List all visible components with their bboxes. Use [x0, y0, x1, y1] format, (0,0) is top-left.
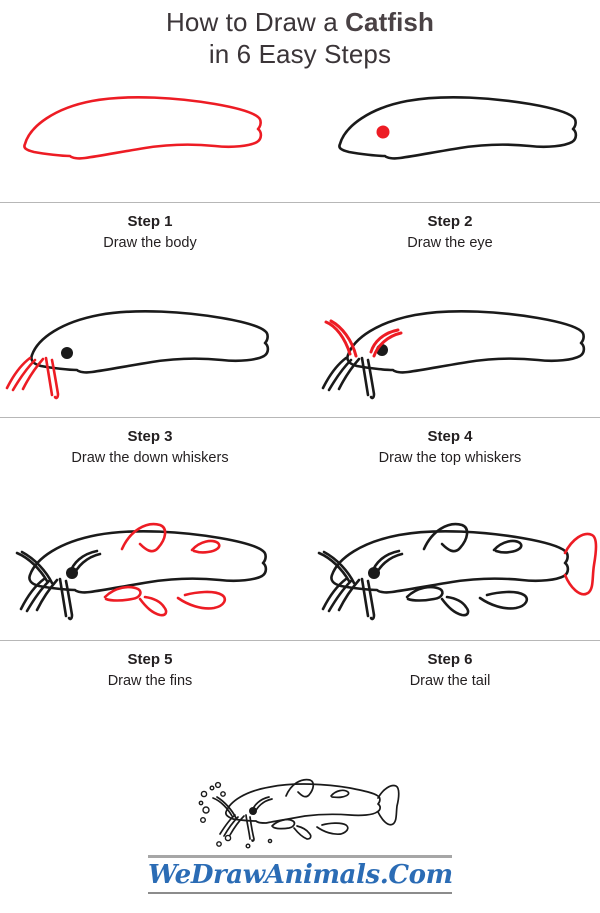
title-line-2: in 6 Easy Steps — [208, 39, 392, 69]
catfish-top-whiskers-red-svg — [321, 310, 586, 400]
step-row-drawings-2 — [0, 298, 600, 418]
step-5-description: Draw the fins — [107, 673, 193, 689]
step-3-illustration — [0, 298, 300, 417]
step-2-illustration — [300, 82, 600, 202]
pelvic-fin — [138, 595, 168, 617]
step-3-title: Step 3 — [127, 428, 173, 445]
step-row-drawings-1 — [0, 82, 600, 203]
site-logo-text[interactable]: WeDrawAnimals.Com — [148, 860, 453, 890]
catfish-down-whiskers-red-svg — [5, 310, 270, 400]
eye-dot — [249, 807, 257, 815]
tail-fin — [563, 532, 598, 596]
step-2-title: Step 2 — [427, 213, 473, 230]
down-whisker-strokes — [321, 356, 376, 400]
step-row-labels-2: Step 3 Draw the down whiskers Step 4 Dra… — [0, 418, 600, 513]
page-title: How to Draw a Catfish in 6 Easy Steps — [0, 6, 600, 70]
eye-dot — [66, 567, 78, 579]
pectoral-fin — [103, 585, 142, 602]
step-6-description: Draw the tail — [409, 673, 491, 689]
catfish-black-base — [317, 522, 570, 621]
step-1-illustration — [0, 82, 300, 202]
step-5-illustration — [0, 513, 300, 640]
eye-dot — [368, 567, 380, 579]
title-line-1: How to Draw a Catfish — [0, 6, 600, 38]
step-5-title: Step 5 — [127, 651, 173, 668]
catfish-fins-red-svg — [15, 522, 268, 621]
step-row-labels-1: Step 1 Draw the body Step 2 Draw the eye — [0, 203, 600, 298]
site-footer: WeDrawAnimals.Com — [148, 855, 453, 894]
step-6-title: Step 6 — [427, 651, 473, 668]
step-6-illustration — [300, 513, 600, 640]
title-subject: Catfish — [345, 7, 434, 37]
dorsal-fin — [120, 522, 167, 553]
catfish-body-outline-red-svg — [23, 96, 263, 160]
step-1-label: Step 1 Draw the body — [0, 203, 300, 298]
site-logo[interactable]: WeDrawAnimals.Com — [148, 858, 453, 892]
step-3-label: Step 3 Draw the down whiskers — [0, 418, 300, 513]
fin-strokes — [103, 522, 227, 617]
step-1-description: Draw the body — [103, 235, 197, 251]
steps-grid: Step 1 Draw the body Step 2 Draw the eye — [0, 82, 600, 736]
footer-rule-bottom — [148, 892, 452, 894]
step-1-title: Step 1 — [127, 213, 173, 230]
catfish-body-with-red-eye-svg — [338, 96, 578, 160]
step-4-label: Step 4 Draw the top whiskers — [300, 418, 600, 513]
step-6-label: Step 6 Draw the tail — [300, 641, 600, 736]
catfish-final-outline — [212, 778, 400, 842]
step-4-description: Draw the top whiskers — [378, 450, 522, 466]
adipose-fin — [190, 539, 221, 554]
top-whisker-strokes — [324, 319, 403, 358]
step-row-labels-3: Step 5 Draw the fins Step 6 Draw the tai… — [0, 641, 600, 736]
anal-fin — [176, 590, 227, 610]
step-2-label: Step 2 Draw the eye — [300, 203, 600, 298]
eye-dot — [376, 125, 390, 139]
completed-catfish-svg — [198, 778, 400, 849]
step-5-label: Step 5 Draw the fins — [0, 641, 300, 736]
final-drawing — [190, 772, 420, 854]
step-4-title: Step 4 — [427, 428, 473, 445]
eye-dot — [61, 347, 73, 359]
title-prefix: How to Draw a — [166, 7, 346, 37]
step-3-description: Draw the down whiskers — [71, 450, 229, 466]
step-row-drawings-3 — [0, 513, 600, 641]
down-whisker-strokes — [5, 356, 60, 400]
bubble-icons — [198, 781, 273, 849]
catfish-tail-red-svg — [317, 522, 598, 621]
step-4-illustration — [300, 298, 600, 417]
footer-rule-top — [148, 855, 452, 858]
step-2-description: Draw the eye — [407, 235, 493, 251]
